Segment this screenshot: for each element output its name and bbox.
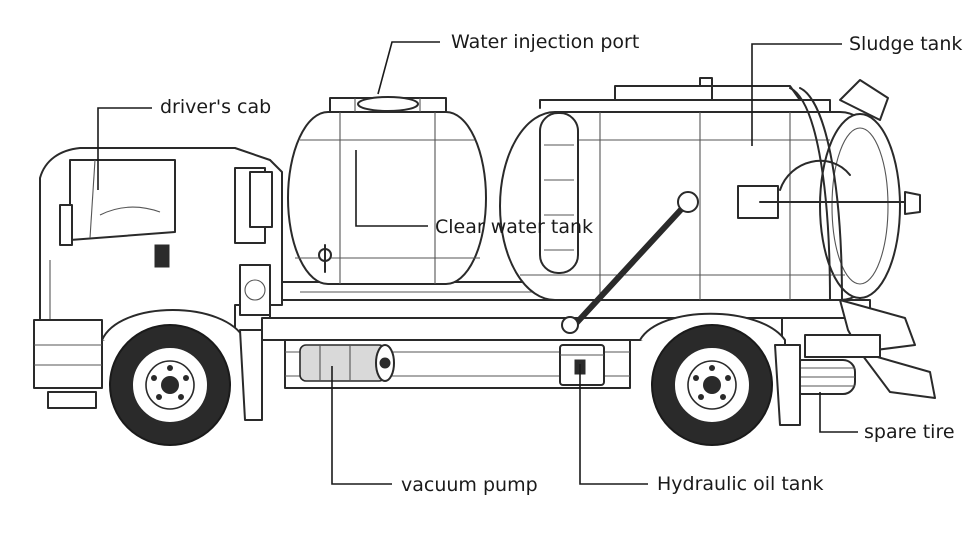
vacuum-pump-drawing [299, 344, 395, 382]
leader-drivers-cab [97, 107, 152, 190]
leader-vacuum-pump [331, 366, 392, 485]
rear-wheel [651, 324, 773, 446]
label-sludge-tank: Sludge tank [849, 33, 962, 55]
label-water-injection-port: Water injection port [451, 31, 639, 53]
leader-spare-tire [819, 392, 858, 433]
rear-assembly [804, 299, 936, 399]
truck-illustration [33, 77, 936, 446]
hydraulic-oil-tank-drawing [559, 344, 605, 386]
leader-water-injection-port [377, 41, 440, 95]
label-clear-water-tank: Clear water tank [435, 216, 593, 238]
clear-water-tank-drawing [287, 96, 487, 285]
leader-clear-water-tank [355, 150, 428, 227]
leader-lines [97, 41, 858, 485]
label-vacuum-pump: vacuum pump [401, 474, 538, 496]
sludge-tank-drawing [499, 77, 921, 334]
front-wheel [109, 324, 231, 446]
labels: Water injection port Sludge tank driver'… [160, 31, 962, 496]
label-drivers-cab: driver's cab [160, 96, 271, 118]
leader-hydraulic-oil-tank [579, 364, 648, 485]
leader-sludge-tank [751, 43, 842, 146]
label-hydraulic-oil-tank: Hydraulic oil tank [657, 473, 824, 495]
label-spare-tire: spare tire [864, 421, 955, 443]
